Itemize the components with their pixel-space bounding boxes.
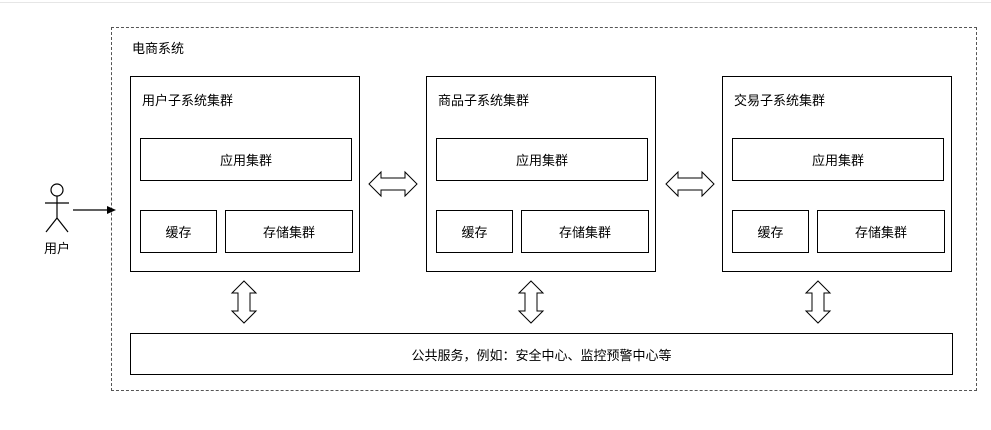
top-divider xyxy=(0,2,991,3)
user-actor-icon xyxy=(45,183,69,233)
storage-cluster-box: 存储集群 xyxy=(521,210,649,253)
double-arrow-vertical-icon xyxy=(804,280,832,324)
double-arrow-vertical-icon xyxy=(230,280,258,324)
storage-cluster-box: 存储集群 xyxy=(225,210,353,253)
app-cluster-box: 应用集群 xyxy=(732,138,944,181)
system-title: 电商系统 xyxy=(132,42,185,57)
cache-box: 缓存 xyxy=(140,210,217,253)
cluster-title: 交易子系统集群 xyxy=(734,94,826,109)
cluster-user-subsystem: 用户子系统集群 应用集群 缓存 存储集群 xyxy=(130,76,360,272)
user-label: 用户 xyxy=(44,242,71,257)
cache-box: 缓存 xyxy=(732,210,809,253)
cache-box: 缓存 xyxy=(436,210,513,253)
cluster-title: 商品子系统集群 xyxy=(438,94,530,109)
double-arrow-vertical-icon xyxy=(517,280,545,324)
public-service-box: 公共服务，例如：安全中心、监控预警中心等 xyxy=(130,333,953,375)
app-cluster-box: 应用集群 xyxy=(436,138,648,181)
user-to-system-arrow xyxy=(73,206,116,214)
cluster-trade-subsystem: 交易子系统集群 应用集群 缓存 存储集群 xyxy=(722,76,952,272)
double-arrow-horizontal-icon xyxy=(368,170,418,198)
double-arrow-horizontal-icon xyxy=(665,170,715,198)
cluster-product-subsystem: 商品子系统集群 应用集群 缓存 存储集群 xyxy=(426,76,656,272)
storage-cluster-box: 存储集群 xyxy=(817,210,945,253)
app-cluster-box: 应用集群 xyxy=(140,138,352,181)
cluster-title: 用户子系统集群 xyxy=(142,94,234,109)
